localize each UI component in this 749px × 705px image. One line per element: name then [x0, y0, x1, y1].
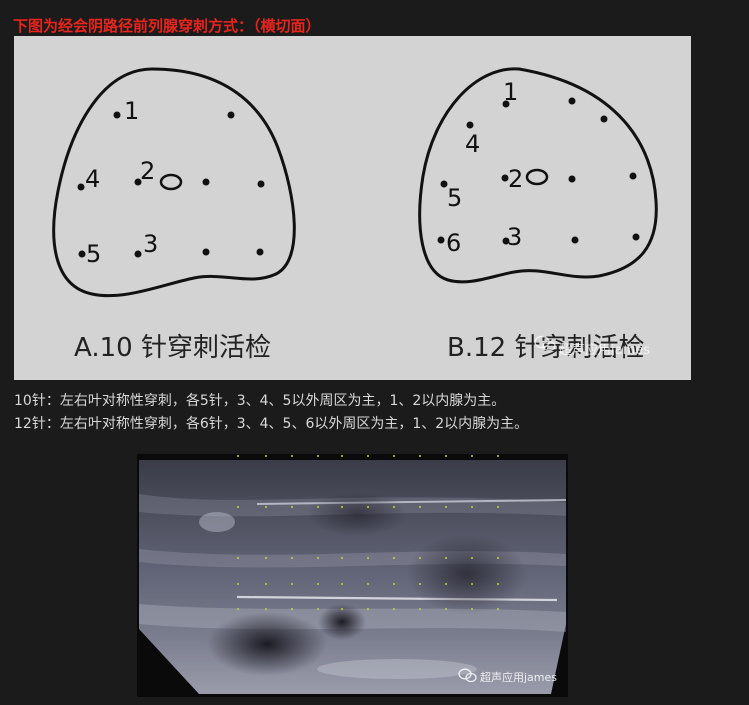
marker-label-a: 5: [86, 240, 101, 268]
needle-point: [629, 172, 637, 180]
note-12-needle: 12针：左右叶对称性穿刺，各6针，3、4、5、6以外周区为主，1、2以内腺为主。: [14, 416, 529, 432]
needle-point: [571, 236, 579, 244]
prostate-outline-b: [418, 67, 658, 284]
needle-point: [568, 175, 576, 183]
needle-point: [600, 115, 608, 123]
marker-label-b: 6: [446, 229, 461, 257]
marker-label-b: 5: [447, 184, 462, 212]
needle-point: [78, 250, 86, 258]
needle-point: [227, 111, 235, 119]
needle-point: [202, 178, 210, 186]
needle-point: [502, 237, 510, 245]
urethra-a: [159, 173, 183, 191]
needle-point: [632, 233, 640, 241]
marker-label-b: 3: [507, 223, 522, 251]
needle-point: [466, 121, 474, 129]
watermark-b: 超声应用james: [458, 668, 557, 684]
urethra-b: [525, 168, 549, 186]
needle-points-a: [77, 111, 265, 258]
needle-point: [568, 97, 576, 105]
marker-label-a: 1: [124, 97, 139, 125]
marker-label-b: 2: [508, 165, 523, 193]
marker-label-b: 4: [465, 130, 480, 158]
wechat-icon: [458, 668, 477, 683]
dark-region: [307, 492, 407, 536]
needle-point: [440, 180, 448, 188]
marker-label-b: 1: [503, 78, 518, 106]
biopsy-scheme-diagram: 1 2 3 4 5 1 2 3 4 5: [14, 36, 691, 380]
needle-point: [501, 174, 509, 182]
marker-label-a: 4: [85, 165, 100, 193]
needle-point: [202, 248, 210, 256]
dark-region: [318, 604, 366, 640]
marker-label-a: 3: [143, 230, 158, 258]
ultrasound-image: 超声应用james: [137, 454, 568, 697]
bright-echo: [317, 659, 477, 679]
needle-points-b: [437, 97, 640, 245]
prostate-outline-a: [52, 67, 296, 298]
dark-region: [207, 612, 327, 676]
needle-point: [77, 183, 85, 191]
needle-track: [256, 499, 567, 505]
dark-region: [407, 534, 527, 614]
watermark-a: 超声应用james: [534, 335, 650, 358]
ultrasound-svg: 超声应用james: [139, 455, 567, 694]
needle-point: [113, 111, 121, 119]
marker-label-a: 2: [140, 157, 155, 185]
watermark-text: 超声应用james: [559, 342, 650, 358]
bright-echo: [199, 512, 235, 532]
caption-a: A.10 针穿刺活检: [74, 333, 271, 363]
needle-point: [257, 180, 265, 188]
section-heading: 下图为经会阴路径前列腺穿刺方式：（横切面）: [13, 17, 321, 35]
needle-point: [134, 178, 142, 186]
needle-point: [256, 248, 264, 256]
biopsy-scheme-svg: 1 2 3 4 5 1 2 3 4 5: [52, 67, 658, 363]
needle-point: [437, 236, 445, 244]
watermark-text: 超声应用james: [480, 670, 557, 684]
wechat-icon: [534, 335, 556, 352]
guide-grid: [237, 455, 499, 610]
note-10-needle: 10针：左右叶对称性穿刺，各5针，3、4、5以外周区为主，1、2以内腺为主。: [14, 393, 506, 409]
needle-point: [134, 250, 142, 258]
needle-point: [502, 100, 510, 108]
